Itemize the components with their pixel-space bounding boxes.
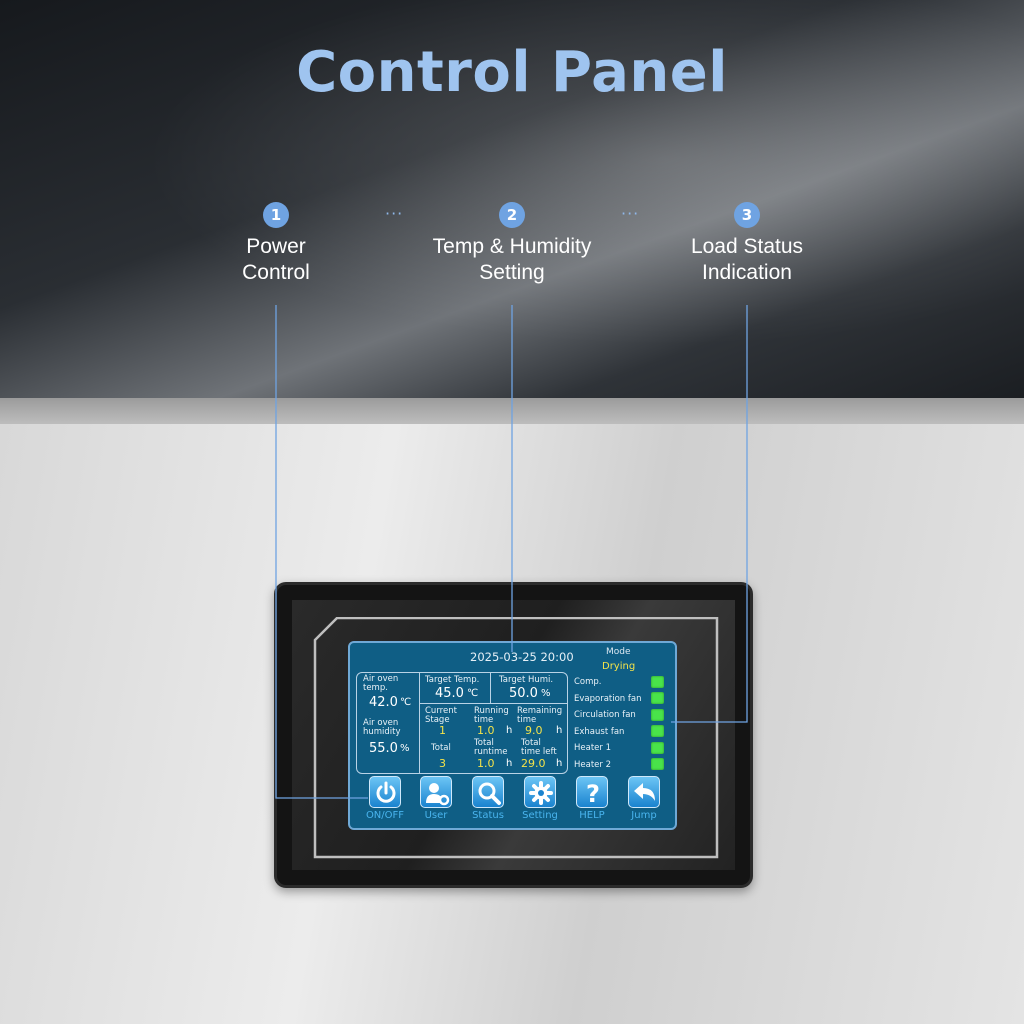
user-gear-icon — [420, 776, 452, 808]
status-button-label: Status — [472, 810, 504, 821]
total-time-left-unit: h — [556, 758, 563, 769]
total-label: Total — [431, 743, 451, 753]
setting-button-label: Setting — [522, 810, 558, 821]
feature-label-line2: Indication — [702, 261, 792, 284]
load-indicator-heater-1 — [651, 742, 664, 754]
back-arrow-icon — [628, 776, 660, 808]
total-time-left-value: 29.0 — [521, 757, 546, 770]
question-icon: ? — [576, 776, 608, 808]
setting-button[interactable]: Setting — [517, 776, 563, 822]
feature-label-line1: Power — [246, 235, 306, 258]
on-off-button-label: ON/OFF — [365, 810, 405, 821]
current-stage-value: 1 — [439, 724, 446, 737]
load-name-heater-2: Heater 2 — [574, 760, 611, 770]
total-runtime-unit: h — [506, 758, 513, 769]
datetime-display: 2025-03-25 20:00 — [470, 650, 574, 664]
jump-button[interactable]: Jump — [621, 776, 667, 822]
load-indicator-evaporation-fan — [651, 692, 664, 704]
feature-label-line2: Setting — [479, 261, 545, 284]
remaining-time-value: 9.0 — [525, 724, 543, 737]
feature-number-badge: 3 — [734, 202, 760, 228]
user-button-label: User — [424, 810, 448, 821]
parameters-box: Air oven temp. 42.0 ℃ Air oven humidity … — [356, 672, 568, 774]
feature-temp-humidity-setting: 2 Temp & Humidity Setting — [402, 202, 622, 286]
air-oven-temp-label: temp. — [363, 683, 388, 693]
current-stage-label: Stage — [425, 715, 450, 725]
air-oven-humidity-label: Air oven — [363, 718, 399, 728]
target-temp-label: Target Temp. — [425, 675, 480, 685]
feature-label-line2: Control — [242, 261, 310, 284]
load-name-heater-1: Heater 1 — [574, 743, 611, 753]
target-temp-value: 45.0 — [435, 686, 464, 701]
air-oven-humidity-label: humidity — [363, 727, 401, 737]
running-time-value: 1.0 — [477, 724, 495, 737]
air-oven-temp-value: 42.0 — [369, 695, 398, 710]
total-runtime-label: Total — [474, 738, 494, 748]
current-stage-label: Current — [425, 706, 457, 716]
remaining-time-label: Remaining — [517, 706, 563, 716]
total-time-left-label: time left — [521, 747, 557, 757]
load-indicator-circulation-fan — [651, 709, 664, 721]
power-icon — [369, 776, 401, 808]
total-time-left-label: Total — [521, 738, 541, 748]
target-humi-label: Target Humi. — [499, 675, 554, 685]
target-humi-value: 50.0 — [509, 686, 538, 701]
running-time-label: Running — [474, 706, 509, 716]
separator-dots: ··· — [385, 204, 404, 223]
total-runtime-value: 1.0 — [477, 757, 495, 770]
user-button[interactable]: User — [413, 776, 459, 822]
feature-label-line1: Load Status — [690, 235, 804, 258]
load-name-exhaust-fan: Exhaust fan — [574, 727, 625, 737]
touch-screen[interactable]: 2025-03-25 20:00 Mode Drying Air oven te… — [348, 641, 677, 830]
help-button[interactable]: ? HELP — [569, 776, 615, 822]
divider — [490, 673, 491, 703]
gear-icon — [524, 776, 556, 808]
running-time-label: time — [474, 715, 494, 725]
load-name-circulation-fan: Circulation fan — [574, 710, 636, 720]
jump-button-label: Jump — [631, 810, 657, 821]
feature-label-line1: Temp & Humidity — [432, 235, 592, 258]
mode-value: Drying — [602, 661, 636, 672]
feature-power-control: 1 Power Control — [166, 202, 386, 286]
load-name-comp: Comp. — [574, 677, 602, 687]
air-oven-temp-label: Air oven — [363, 674, 399, 684]
help-button-label: HELP — [579, 810, 605, 821]
total-runtime-label: runtime — [474, 747, 508, 757]
target-temp-unit: ℃ — [467, 688, 479, 699]
separator-dots: ··· — [621, 204, 640, 223]
target-humi-unit: % — [541, 688, 551, 699]
remaining-time-label: time — [517, 715, 537, 725]
page-title: Control Panel — [296, 40, 728, 105]
divider — [419, 703, 420, 774]
air-oven-temp-unit: ℃ — [400, 697, 412, 708]
feature-number-badge: 2 — [499, 202, 525, 228]
mode-label: Mode — [606, 647, 631, 657]
on-off-button[interactable]: ON/OFF — [362, 776, 408, 822]
running-time-unit: h — [506, 725, 513, 736]
load-indicator-exhaust-fan — [651, 725, 664, 737]
magnifier-icon — [472, 776, 504, 808]
air-oven-humidity-unit: % — [400, 743, 410, 754]
load-indicator-heater-2 — [651, 758, 664, 770]
svg-text:?: ? — [586, 780, 600, 808]
status-button[interactable]: Status — [465, 776, 511, 822]
remaining-time-unit: h — [556, 725, 563, 736]
dark-header-background — [0, 0, 1024, 398]
load-indicator-comp — [651, 676, 664, 688]
divider — [419, 703, 568, 704]
feature-load-status-indication: 3 Load Status Indication — [637, 202, 857, 286]
panel-top-edge — [0, 398, 1024, 424]
feature-number-badge: 1 — [263, 202, 289, 228]
air-oven-humidity-value: 55.0 — [369, 741, 398, 756]
total-stage-value: 3 — [439, 757, 446, 770]
load-name-evaporation-fan: Evaporation fan — [574, 694, 642, 704]
